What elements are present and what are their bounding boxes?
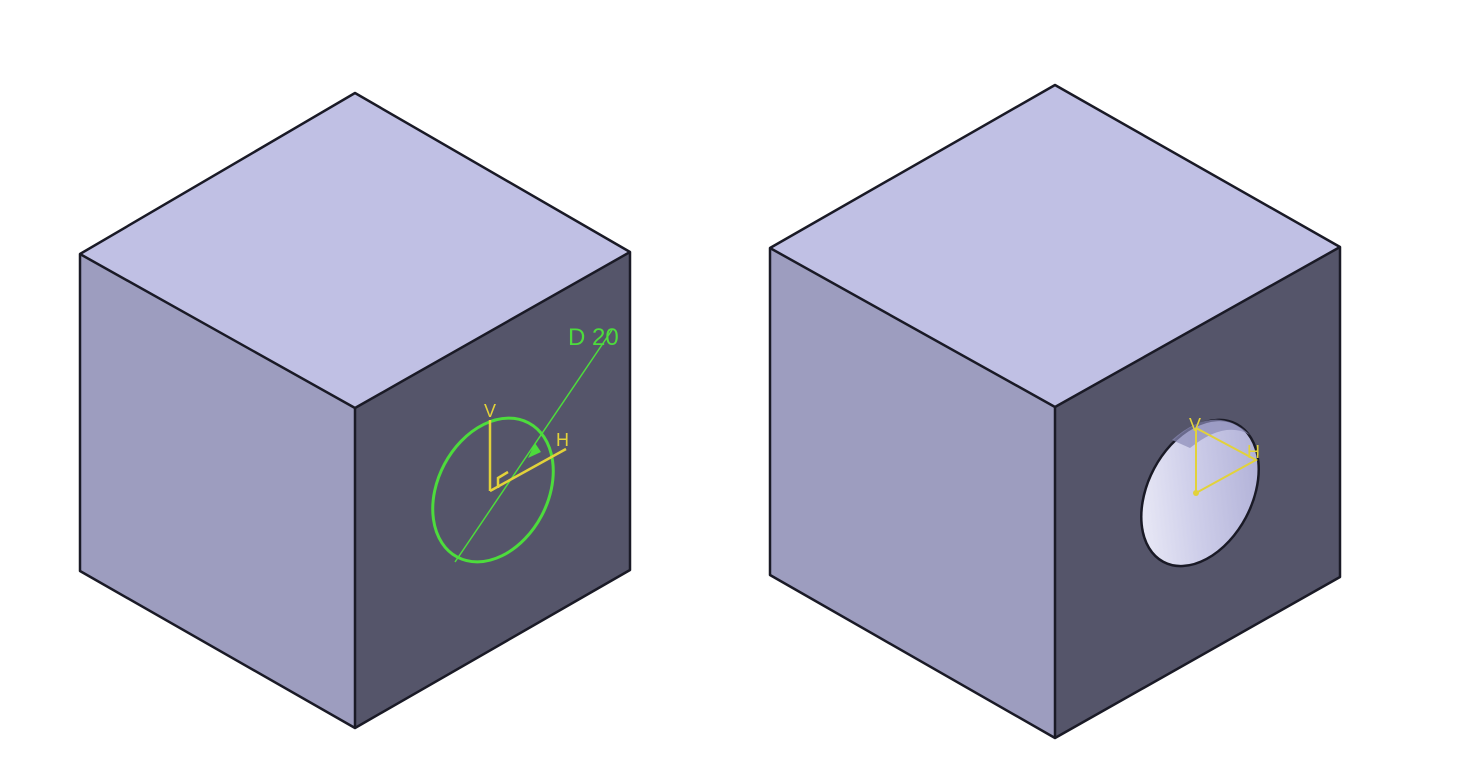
hole-h-axis [1195,427,1259,494]
sketch-h-axis [489,447,567,493]
sketch-h-axis-label: H [556,430,569,450]
right-cube: V H [768,83,1342,740]
sketch-axes [488,420,567,493]
sketch-circle[interactable] [409,397,577,583]
sketch-v-axis-label: V [484,401,496,421]
left-cube: D 20 V H [78,91,632,730]
left-cube-edges [78,91,632,730]
right-cube-edges [768,83,1342,740]
sketch-circle-group[interactable]: D 20 [409,324,619,583]
hole-axes [1193,427,1259,496]
diameter-dimension-line [454,329,613,563]
hole-v-axis-label: V [1189,415,1201,435]
hole-origin-dot [1193,490,1199,496]
diameter-dimension-label: D 20 [568,324,619,351]
sketch-origin-marker [496,470,509,488]
hole-inner-shadow [1172,419,1250,448]
dimension-arrow [528,443,541,458]
hole-opening[interactable] [1117,400,1282,587]
hole-feature[interactable] [1117,400,1282,587]
hole-h-axis-label: H [1247,442,1260,462]
